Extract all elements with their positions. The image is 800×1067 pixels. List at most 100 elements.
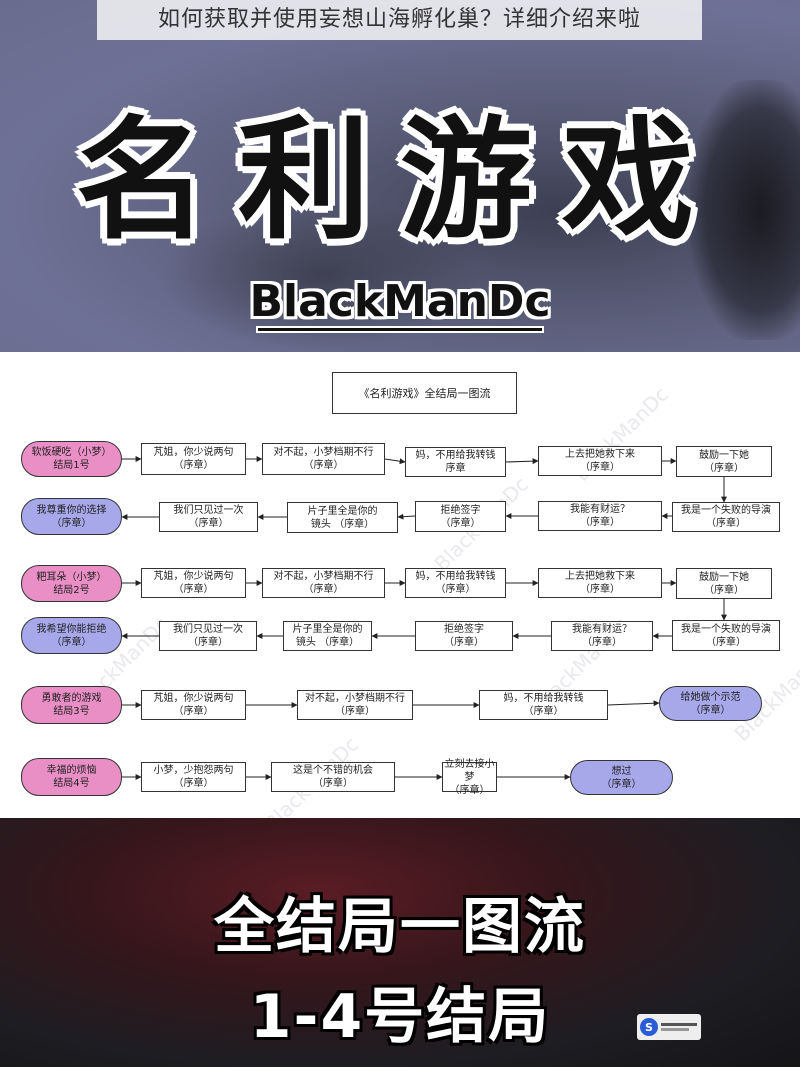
node-line: （序章） bbox=[601, 778, 642, 790]
node-line: 上去把她救下来 bbox=[565, 571, 635, 582]
node-line: 镜头 （序章） bbox=[310, 518, 375, 530]
choice-node: 妈，不用给我转钱 （序章） bbox=[405, 568, 506, 598]
page-caption: 如何获取并使用妄想山海孵化巢？详细介绍来啦 bbox=[97, 0, 702, 40]
node-line: 结局2号 bbox=[53, 584, 90, 596]
node-line: （序章） bbox=[51, 517, 92, 529]
node-line: （序章） bbox=[173, 460, 214, 471]
node-line: 我们只见过一次 bbox=[173, 624, 243, 635]
logo-lettering-icon bbox=[661, 1023, 697, 1031]
node-line: （序章） bbox=[173, 706, 214, 717]
ending-3-node: 勇敢者的游戏结局3号 bbox=[21, 686, 122, 724]
node-line: 镜头 （序章） bbox=[295, 637, 360, 648]
choice-node: 拒绝签字 （序章） bbox=[415, 621, 513, 651]
choice-node: 这是个不错的机会 （序章） bbox=[271, 762, 395, 792]
node-line: 对不起，小梦档期不行 bbox=[305, 693, 405, 704]
choice-node: 对不起，小梦档期不行（序章） bbox=[262, 443, 385, 475]
flow-arrow bbox=[505, 458, 539, 465]
node-line: （序章） bbox=[580, 584, 620, 595]
node-line: 我是一个失败的导演 bbox=[681, 623, 771, 635]
node-line: （序章） bbox=[582, 637, 622, 648]
node-line: （序章） bbox=[188, 637, 228, 648]
choice-node: 芃姐，你少说两句 （序章） bbox=[141, 690, 246, 720]
node-line: 鼓励一下她 bbox=[699, 449, 749, 461]
choice-node: 立刻去接小梦（序章） bbox=[442, 759, 497, 796]
choice-node: 上去把她救下来 （序章） bbox=[538, 568, 662, 598]
choice-node: 我能有财运？ （序章） bbox=[551, 621, 653, 651]
choice-node: 我们只见过一次 （序章） bbox=[159, 502, 258, 532]
flow-arrow bbox=[607, 700, 660, 707]
ending-2-node: 粑耳朵（小梦）结局2号 bbox=[21, 565, 122, 602]
choice-node: 对不起，小梦档期不行（序章） bbox=[297, 690, 413, 720]
node-line: （序章） bbox=[173, 778, 214, 789]
node-line: （序章） bbox=[444, 637, 484, 648]
node-line: 拒绝签字 bbox=[444, 624, 484, 635]
author-name: BlackManDc bbox=[249, 276, 551, 327]
choice-node: 片子里全是你的镜头 （序章） bbox=[287, 502, 398, 533]
ending-4-result-node: 想过（序章） bbox=[570, 760, 673, 795]
node-line: 片子里全是你的 bbox=[292, 624, 363, 635]
node-line: 我尊重你的选择 bbox=[36, 504, 107, 516]
node-line: 我是一个失败的导演 bbox=[681, 505, 771, 516]
choice-node: 我是一个失败的导演（序章） bbox=[672, 620, 780, 651]
node-line: 对不起，小梦档期不行 bbox=[273, 571, 374, 582]
cover-banner: 名利游戏 BlackManDc bbox=[0, 0, 800, 352]
node-line: （序章） bbox=[706, 518, 746, 529]
choice-node: 鼓励一下她（序章） bbox=[676, 568, 772, 599]
ending-1-result-node: 我尊重你的选择（序章） bbox=[21, 498, 122, 535]
node-line: 软饭硬吃（小梦） bbox=[31, 447, 112, 458]
node-line: （序章） bbox=[313, 778, 353, 789]
node-line: （序章） bbox=[704, 462, 744, 474]
node-line: 妈，不用给我转钱 bbox=[415, 450, 496, 461]
flow-arrow bbox=[397, 513, 416, 520]
choice-node: 片子里全是你的镜头 （序章） bbox=[283, 621, 372, 651]
node-line: 上去把她救下来 bbox=[565, 449, 635, 460]
node-line: （序章） bbox=[690, 704, 731, 716]
node-line: 片子里全是你的 bbox=[307, 505, 378, 517]
game-title: 名利游戏 bbox=[76, 104, 724, 258]
node-line: 芃姐，你少说两句 bbox=[153, 447, 234, 458]
choice-node: 对不起，小梦档期不行（序章） bbox=[262, 568, 385, 598]
node-line: 粑耳朵（小梦） bbox=[36, 571, 107, 583]
choice-node: 妈，不用给我转钱（序章） bbox=[479, 690, 608, 720]
node-line: 对不起，小梦档期不行 bbox=[273, 447, 374, 458]
node-line: 我们只见过一次 bbox=[173, 505, 244, 516]
node-line: 幸福的烦恼 bbox=[46, 765, 97, 776]
choice-node: 芃姐，你少说两句 （序章） bbox=[141, 443, 246, 475]
node-line: 想过 bbox=[611, 765, 632, 777]
node-line: （序章） bbox=[435, 584, 476, 595]
node-line: 妈，不用给我转钱 bbox=[503, 693, 584, 704]
choice-node: 鼓励一下她（序章） bbox=[676, 446, 772, 477]
node-line: 我能有财运？ bbox=[570, 504, 630, 515]
node-line: 拒绝签字 bbox=[440, 504, 481, 516]
flowchart-title: 《名利游戏》全结局一图流 bbox=[332, 372, 517, 414]
node-line: 结局3号 bbox=[53, 706, 90, 717]
choice-node: 我能有财运？（序章） bbox=[538, 501, 662, 531]
node-line: （序章） bbox=[188, 518, 229, 529]
flowchart-title-text: 《名利游戏》全结局一图流 bbox=[358, 386, 491, 400]
background-blur bbox=[690, 80, 800, 340]
node-line: （序章） bbox=[173, 584, 214, 595]
node-line: （序章） bbox=[449, 784, 490, 796]
node-line: （序章） bbox=[706, 636, 746, 648]
choice-node: 我是一个失败的导演 （序章） bbox=[672, 502, 780, 532]
node-line: （序章） bbox=[580, 462, 620, 473]
node-line: 勇敢者的游戏 bbox=[41, 693, 102, 704]
node-line: 这是个不错的机会 bbox=[293, 765, 373, 776]
choice-node: 拒绝签字（序章） bbox=[415, 501, 506, 532]
choice-node: 我们只见过一次 （序章） bbox=[159, 621, 257, 651]
node-line: 序章 bbox=[445, 463, 466, 474]
node-line: （序章） bbox=[51, 636, 92, 648]
background-blur bbox=[160, 200, 480, 350]
flow-arrow bbox=[384, 458, 406, 465]
ending-1-node: 软饭硬吃（小梦） 结局1号 bbox=[21, 441, 122, 477]
node-line: 结局1号 bbox=[53, 460, 90, 471]
choice-node: 小梦，少抱怨两句（序章） bbox=[141, 762, 246, 792]
node-line: 结局4号 bbox=[53, 778, 90, 789]
choice-node: 妈，不用给我转钱序章 bbox=[405, 447, 506, 477]
node-line: 给她做个示范 bbox=[680, 691, 741, 703]
node-line: 妈，不用给我转钱 bbox=[415, 571, 496, 582]
choice-node: 芃姐，你少说两句 （序章） bbox=[141, 568, 246, 598]
node-line: 芃姐，你少说两句 bbox=[153, 693, 234, 704]
node-line: 我能有财运？ bbox=[572, 624, 632, 635]
node-line: 芃姐，你少说两句 bbox=[153, 571, 234, 582]
